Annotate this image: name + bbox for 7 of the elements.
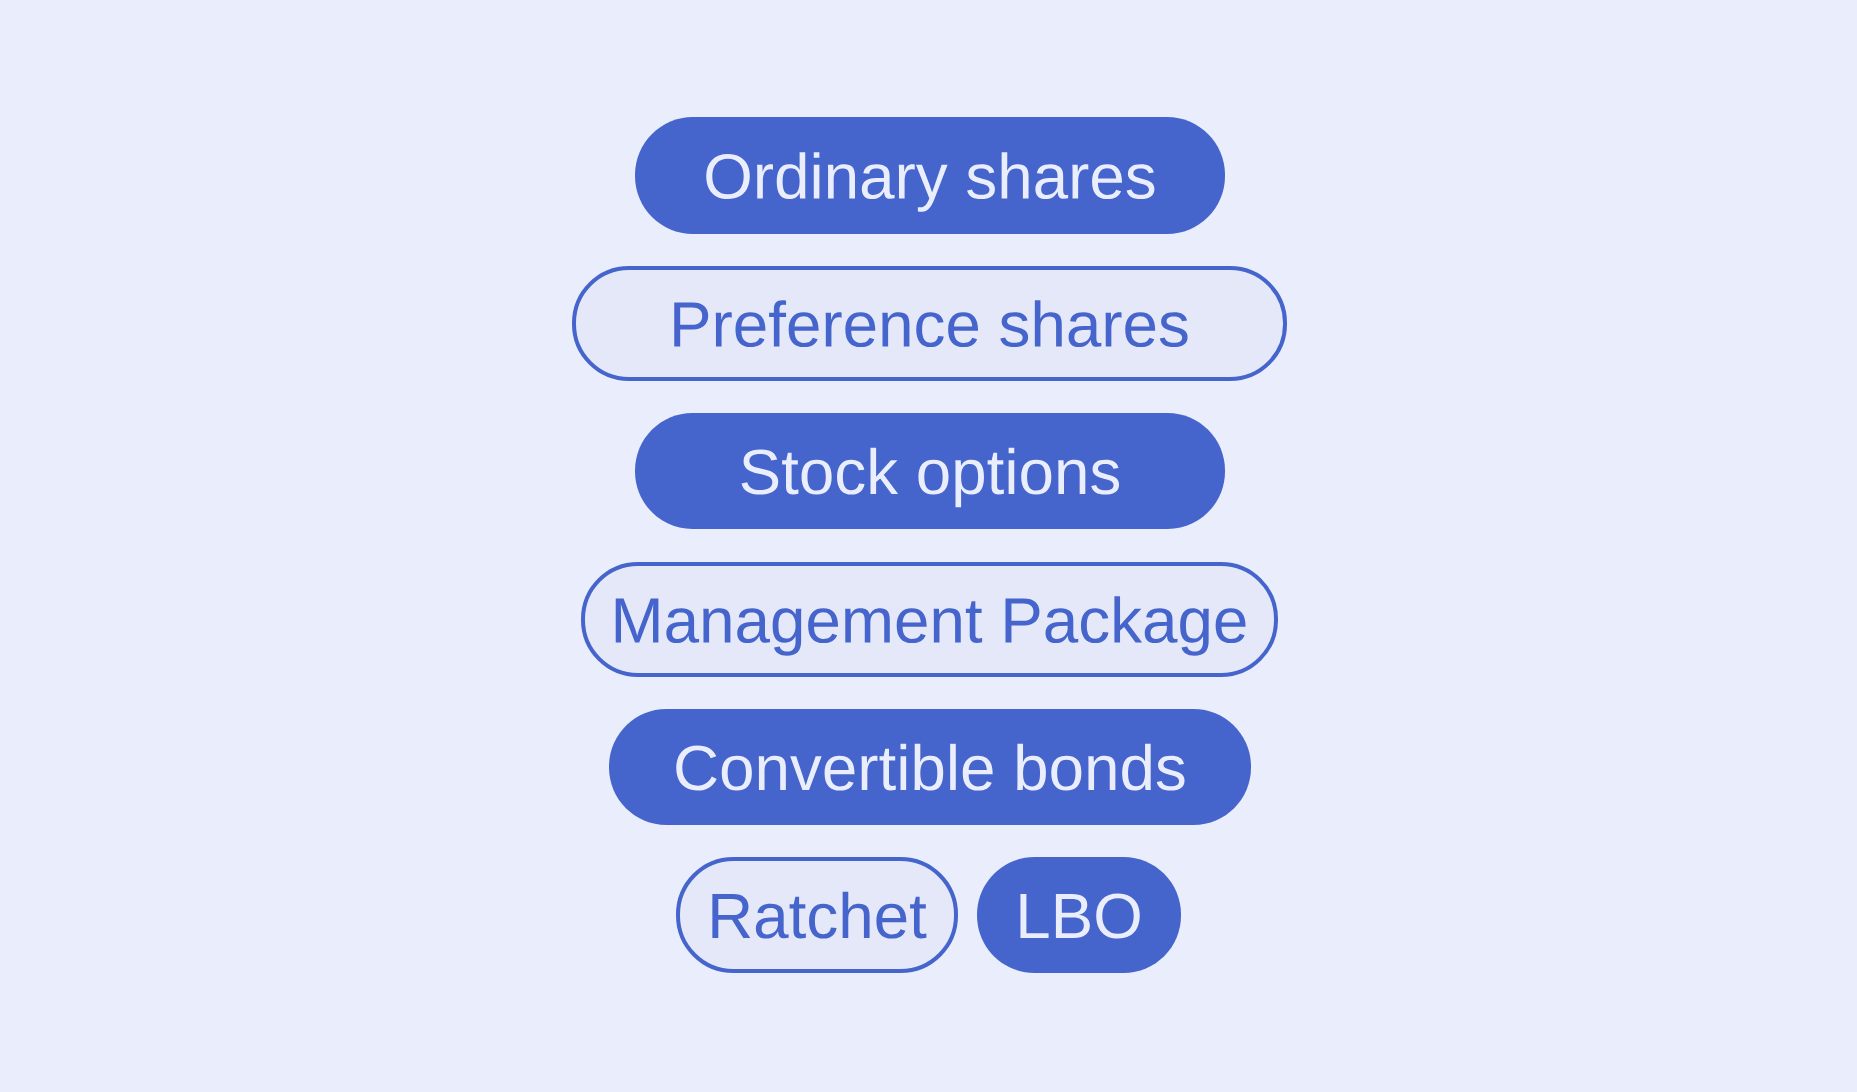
tag-pill: Ordinary shares	[635, 117, 1225, 234]
tag-pill: Stock options	[635, 413, 1225, 529]
tag-pill: Ratchet	[676, 857, 958, 973]
tag-pill: Management Package	[581, 562, 1278, 677]
tag-pill: Convertible bonds	[609, 709, 1251, 825]
tag-pill: Preference shares	[572, 266, 1287, 381]
tag-pill: LBO	[977, 857, 1181, 973]
